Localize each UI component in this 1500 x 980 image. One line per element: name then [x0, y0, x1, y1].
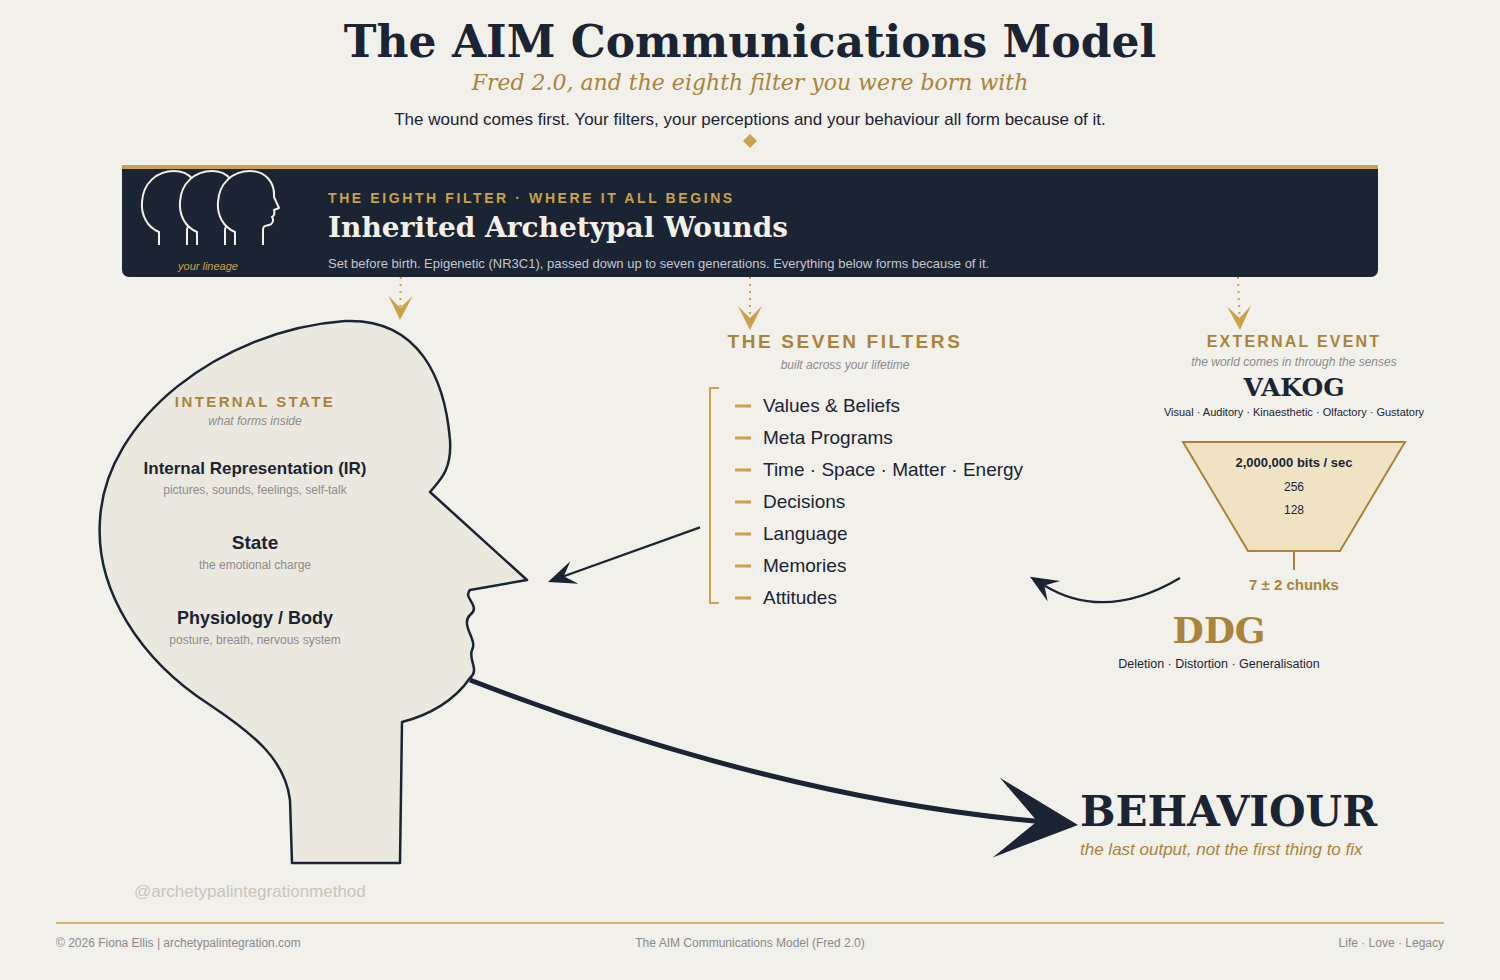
filter-list: THE SEVEN FILTERS built across your lifet… [700, 330, 1030, 612]
connector-line [470, 680, 1037, 821]
list-dash [735, 405, 751, 408]
filter-item: Time · Space · Matter · Energy [763, 459, 1023, 481]
arrow-head [993, 778, 1078, 858]
footer-title: The AIM Communications Model (Fred 2.0) [450, 936, 1050, 950]
section-heading: THE SEVEN FILTERS [700, 331, 990, 353]
lineage-icon [142, 171, 279, 245]
diagram-subtitle: Fred 2.0, and the eighth filter you were… [0, 70, 1500, 95]
funnel-figure: 256 [1184, 480, 1404, 494]
connector-line [399, 277, 402, 308]
divider-line [290, 140, 1210, 141]
funnel-figure: 128 [1184, 503, 1404, 517]
dotted-arrow [1227, 277, 1251, 330]
band-eyebrow: THE EIGHTH FILTER · WHERE IT ALL BEGINS [328, 190, 735, 206]
arrow-head [388, 296, 412, 320]
tagline: The wound comes first. Your filters, you… [250, 110, 1250, 130]
profile-head [218, 171, 279, 245]
flow-arrow [548, 527, 700, 583]
state-note: posture, breath, nervous system [105, 633, 405, 647]
list-dash [735, 501, 751, 504]
list-dash [735, 469, 751, 472]
footer-rule [56, 922, 1444, 924]
list-dash [735, 597, 751, 600]
connector-line [564, 527, 700, 576]
behaviour-output: BEHAVIOUR the last output, not the first … [1078, 786, 1388, 866]
funnel-stem [1293, 551, 1295, 570]
section-heading: INTERNAL STATE [105, 393, 405, 410]
filter-item: Language [763, 523, 848, 545]
filter-item: Decisions [763, 491, 845, 513]
section-subtitle: the world comes in through the senses [1150, 355, 1438, 369]
filter-acronym: DDG [1119, 609, 1319, 651]
state-note: pictures, sounds, feelings, self-talk [105, 483, 405, 497]
output-heading: BEHAVIOUR [1080, 787, 1377, 836]
watermark: @archetypalintegrationmethod [134, 882, 366, 902]
head-outline [100, 321, 527, 863]
band-body: Set before birth. Epigenetic (NR3C1), pa… [328, 256, 989, 271]
connector-line [749, 277, 751, 318]
footer-credit: © 2026 Fiona Ellis | archetypalintegrati… [56, 936, 301, 950]
connector-line [1044, 578, 1180, 602]
arrow-head [738, 306, 762, 330]
state-item: State [105, 532, 405, 554]
footer-motto: Life · Love · Legacy [1144, 936, 1444, 950]
filter-item: Values & Beliefs [763, 395, 900, 417]
arrow-head [548, 561, 578, 584]
section-subtitle: what forms inside [105, 414, 405, 428]
output-arrow [470, 680, 1078, 857]
filter-bracket [710, 388, 751, 603]
icon-caption: your lineage [148, 260, 268, 272]
arrow-head [1030, 577, 1060, 602]
head-silhouette: INTERNAL STATE what forms insideInternal … [100, 320, 548, 865]
title-divider [290, 134, 1210, 148]
funnel-outline [1183, 442, 1405, 551]
dotted-arrow [388, 277, 412, 320]
connector-line [1238, 277, 1240, 318]
sense-acronym: VAKOG [1150, 373, 1438, 402]
filter-item: Meta Programs [763, 427, 893, 449]
dotted-arrow [738, 277, 762, 330]
diagram-title: The AIM Communications Model [0, 16, 1500, 67]
external-event: EXTERNAL EVENT the world comes in through… [1085, 330, 1440, 680]
wound-band: THE EIGHTH FILTER · WHERE IT ALL BEGINS I… [122, 165, 1378, 277]
filter-item: Memories [763, 555, 846, 577]
filter-item: Attitudes [763, 587, 837, 609]
sense-list: Visual · Auditory · Kinaesthetic · Olfac… [1140, 406, 1448, 418]
list-dash [735, 437, 751, 440]
state-item: Physiology / Body [105, 608, 405, 629]
output-note: the last output, not the first thing to … [1080, 840, 1363, 860]
chunk-limit: 7 ± 2 chunks [1184, 576, 1404, 593]
list-dash [735, 533, 751, 536]
section-subtitle: built across your lifetime [700, 358, 990, 372]
band-heading: Inherited Archetypal Wounds [328, 211, 788, 244]
bracket-line [710, 388, 719, 603]
input-funnel: 2,000,000 bits / sec 256 128 7 ± 2 chunks [1180, 440, 1410, 600]
state-note: the emotional charge [105, 558, 405, 572]
filter-process-list: Deletion · Distortion · Generalisation [1089, 657, 1349, 671]
profile-head [142, 171, 203, 245]
profile-head [180, 171, 241, 245]
divider-diamond [743, 134, 757, 148]
funnel-figure: 2,000,000 bits / sec [1184, 455, 1404, 470]
arrow-head [1227, 306, 1251, 330]
state-item: Internal Representation (IR) [105, 459, 405, 479]
flow-arrow [1030, 577, 1180, 602]
list-dash [735, 565, 751, 568]
section-heading: EXTERNAL EVENT [1150, 333, 1438, 351]
